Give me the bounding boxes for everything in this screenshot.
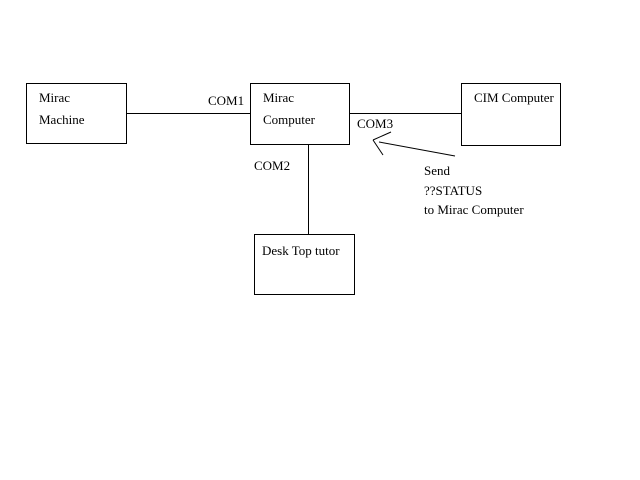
node-mirac-computer: Mirac Computer	[250, 83, 350, 145]
node-mirac-computer-line1: Mirac	[263, 90, 295, 105]
label-com2: COM2	[254, 158, 291, 173]
node-mirac-computer-line2: Computer	[263, 112, 315, 127]
label-com3: COM3	[357, 116, 394, 131]
annotation-send-status: Send ??STATUS to Mirac Computer	[424, 161, 524, 220]
node-desk-top-tutor: Desk Top tutor	[254, 234, 355, 295]
annotation-line2: ??STATUS	[424, 182, 483, 198]
connector-com3-line	[350, 113, 461, 114]
node-desk-top-tutor-label: Desk Top tutor	[262, 243, 340, 258]
node-mirac-machine-line2: Machine	[39, 112, 85, 127]
annotation-line1: Send	[424, 163, 450, 178]
connector-com1-line	[127, 113, 250, 114]
annotation-line3: to Mirac Computer	[424, 202, 524, 217]
label-com1: COM1	[208, 93, 245, 108]
connector-com2-line	[308, 145, 309, 234]
node-mirac-machine: Mirac Machine	[26, 83, 127, 144]
node-cim-computer-label: CIM Computer	[474, 90, 554, 105]
node-mirac-machine-line1: Mirac	[39, 90, 71, 105]
arrow-icon	[372, 131, 456, 157]
node-cim-computer: CIM Computer	[461, 83, 561, 146]
